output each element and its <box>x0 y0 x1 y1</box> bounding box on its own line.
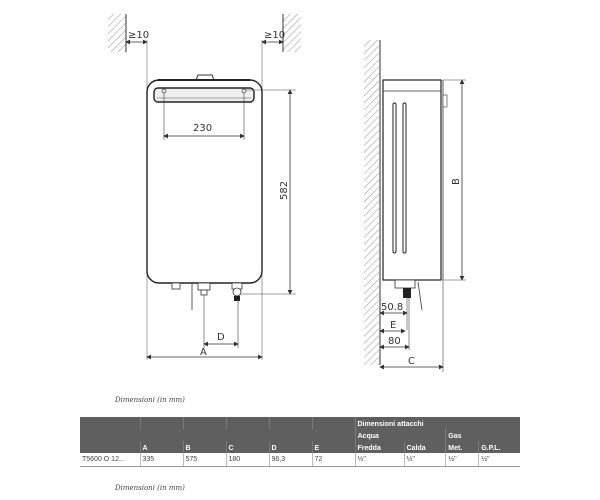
cell-met: ½" <box>445 453 479 467</box>
col-header-d: D <box>268 441 312 453</box>
clearance-right-label: ≥10 <box>264 30 285 41</box>
cell-c: 180 <box>225 453 269 467</box>
offset-e-label: E <box>390 320 396 331</box>
height-582-label: 582 <box>279 181 290 200</box>
cell-d: 96,3 <box>268 453 312 467</box>
cell-a: 335 <box>139 453 183 467</box>
header-row-1: Dimensioni attacchi <box>80 417 520 429</box>
bracket-spacing-label: 230 <box>193 123 212 134</box>
technical-drawing: ≥10 ≥10 230 582 D <box>108 14 466 372</box>
group-header: Dimensioni attacchi <box>354 417 520 429</box>
col-header-e: E <box>311 441 355 453</box>
table-row: T5600 O 12... 335 575 180 96,3 72 ½" ½" … <box>80 453 520 467</box>
offset-80-label: 80 <box>388 336 401 347</box>
col-header-fredda: Fredda <box>354 441 405 453</box>
right-wall-hatch <box>283 14 301 52</box>
col-header-c: C <box>225 441 269 453</box>
header-row-3: A B C D E Fredda Calda Met. G.P.L. <box>80 441 520 453</box>
dimensions-caption-top: Dimensioni (in mm) <box>115 396 185 404</box>
header-row-2: Acqua Gas <box>80 429 520 441</box>
gas-header: Gas <box>445 429 520 441</box>
col-header-b: B <box>182 441 226 453</box>
cell-gpl: ½" <box>478 453 520 467</box>
col-header-met: Met. <box>445 441 479 453</box>
cell-fredda: ½" <box>354 453 405 467</box>
clearance-left-label: ≥10 <box>128 30 149 41</box>
col-header-gpl: G.P.L. <box>478 441 520 453</box>
cell-b: 575 <box>182 453 226 467</box>
dimensions-caption-bottom: Dimensioni (in mm) <box>115 484 185 492</box>
width-label: A <box>200 347 207 358</box>
front-view: ≥10 ≥10 230 582 D <box>108 14 301 360</box>
cell-e: 72 <box>311 453 355 467</box>
side-wall-hatch <box>364 40 379 365</box>
offset-50-8-label: 50.8 <box>381 302 403 313</box>
depth-c-label: C <box>408 356 415 367</box>
cell-calda: ½" <box>403 453 446 467</box>
dimensions-table: Dimensioni attacchi Acqua Gas A B C D E … <box>80 417 520 467</box>
water-header: Acqua <box>354 429 446 441</box>
left-wall-hatch <box>108 14 126 52</box>
col-header-a: A <box>139 441 183 453</box>
height-b-label: B <box>451 178 462 185</box>
col-header-model <box>80 441 140 453</box>
col-header-calda: Calda <box>403 441 446 453</box>
side-view: B 50.8 E 80 C <box>364 40 466 372</box>
heater-body-side <box>382 79 442 281</box>
cell-model: T5600 O 12... <box>80 453 140 467</box>
connection-spacing-label: D <box>217 332 225 343</box>
